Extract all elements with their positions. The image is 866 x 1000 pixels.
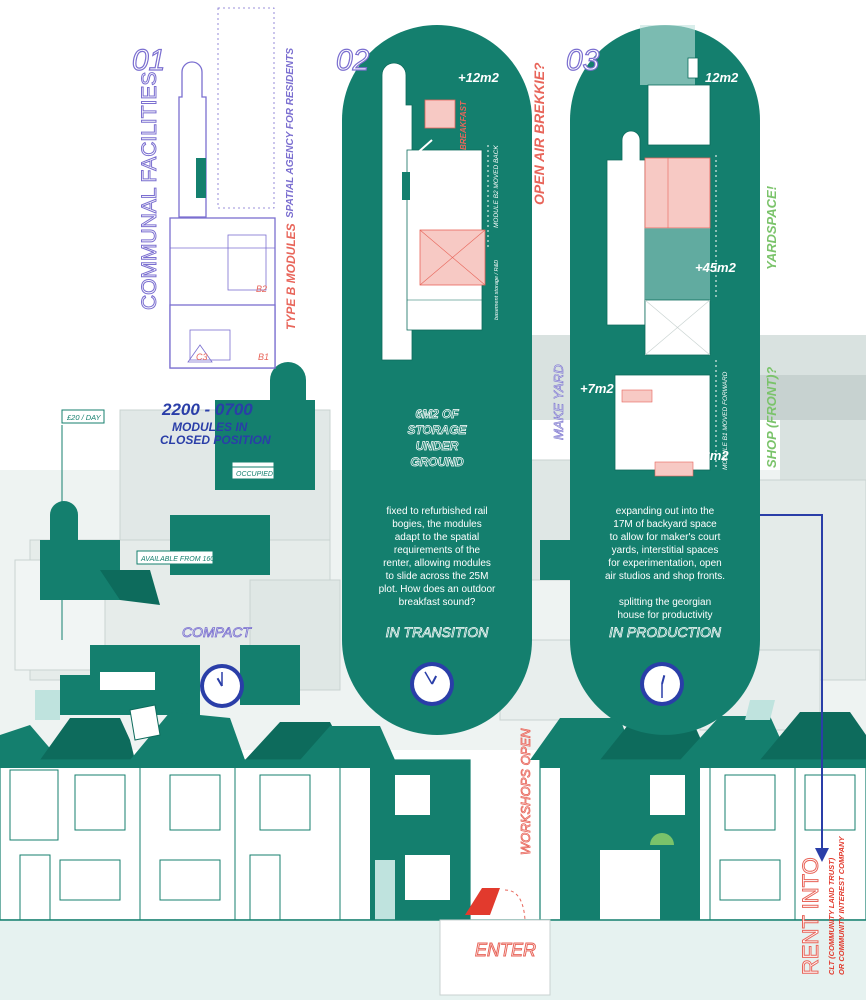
panel-02-desc-1: bogies, the modules [392, 519, 482, 530]
panel-03-area-mid: +45m2 [695, 260, 737, 275]
clock-compact-icon [200, 664, 244, 708]
make-yard-label: MAKE YARD [551, 364, 566, 440]
storage-line3: UNDER [416, 439, 459, 453]
panel-02-desc-3: requirements of the [394, 545, 481, 556]
panel-02-side-label: OPEN AIR BREKKIE? [531, 62, 547, 205]
label-c3: C3 [196, 352, 208, 362]
panel-02-desc-0: fixed to refurbished rail [386, 506, 487, 517]
clt-line2: OR COMMUNITY INTEREST COMPANY [837, 836, 846, 975]
panel-02-number: 02 [336, 44, 370, 77]
panel-03-area-bottom: +8m2 [695, 448, 729, 463]
compact-label: COMPACT [182, 624, 252, 640]
panel-01-labels: 01 COMMUNAL FACILITIES SPATIAL AGENCY FO… [131, 43, 298, 362]
available-tag: AVAILABLE FROM 1600 [140, 556, 218, 563]
panel-03-number: 03 [566, 44, 600, 77]
module-b1-note: MODULE B1 MOVED FORWARD [722, 371, 729, 470]
panel-03-desc-4: for experimentation, open [608, 558, 721, 569]
yardspace-label: YARDSPACE! [764, 185, 779, 270]
modules-status-line1: MODULES IN [172, 420, 248, 434]
workshops-open-label: WORKSHOPS OPEN [518, 728, 533, 855]
panel-03-desc-5: air studios and shop fronts. [605, 571, 725, 582]
panel-03-desc-3: yards, interstitial spaces [612, 545, 719, 556]
panel-03-desc-0: expanding out into the [616, 506, 715, 517]
clt-line1: CLT (COMMUNITY LAND TRUST) [827, 857, 836, 975]
panel-01-modules: TYPE B MODULES [284, 223, 298, 330]
street-labels: WORKSHOPS OPEN ENTER RENT INTO CLT (COMM… [475, 514, 846, 976]
panel-03-stage: IN PRODUCTION [609, 624, 722, 640]
clock-transition-icon [410, 662, 454, 706]
teal-modules-left [35, 362, 570, 720]
panel-03-desc-8: house for productivity [617, 610, 712, 621]
clocks [200, 662, 684, 708]
panel-02-desc-6: plot. How does an outdoor [379, 584, 496, 595]
panel-02-desc-4: renter, allowing modules [383, 558, 491, 569]
module-b2-note: MODULE B2 MOVED BACK [493, 145, 500, 228]
panel-01-title: COMMUNAL FACILITIES [138, 72, 161, 310]
panel-01-subtitle: SPATIAL AGENCY FOR RESIDENTS [285, 48, 296, 218]
label-b1: B1 [258, 352, 269, 362]
storage-line1: 6M2 OF [415, 407, 459, 421]
panel-03-desc-7: splitting the georgian [619, 597, 711, 608]
panel-02-area: +12m2 [458, 70, 500, 85]
breakfast-label: BREAKFAST [459, 100, 468, 150]
rent-into-label: RENT INTO [798, 857, 823, 975]
panel-03-desc-1: 17M of backyard space [613, 519, 717, 530]
panel-02-pill [342, 25, 532, 735]
price-tag: £20 / DAY [66, 413, 102, 422]
shop-front-label: SHOP (FRONT)? [764, 367, 779, 468]
underground-note: basement storage / R&D [494, 260, 500, 320]
panel-02-labels: 02 +12m2 OPEN AIR BREKKIE? BREAKFAST MOD… [335, 43, 566, 640]
panel-02-desc-2: adapt to the spatial [395, 532, 480, 543]
storage-line4: GROUND [410, 455, 464, 469]
panel-03-labels: 03 12m2 +45m2 +7m2 +8m2 YARDSPACE! SHOP … [565, 43, 779, 640]
panel-01-plan [169, 7, 276, 369]
panel-02-desc-5: to slide across the 25M [386, 571, 489, 582]
panel-03-desc-2: to allow for maker's court [610, 532, 721, 543]
label-b2: B2 [256, 284, 267, 294]
storage-line2: STORAGE [407, 423, 467, 437]
occupied-tag: OCCUPIED [236, 471, 273, 478]
panel-03-area-left: +7m2 [580, 381, 614, 396]
timeline-labels: 2200 - 0700 MODULES IN CLOSED POSITION £… [61, 400, 275, 640]
street-facades [0, 759, 866, 1000]
enter-label: ENTER [475, 940, 536, 960]
roof-row [0, 700, 866, 760]
panel-02-stage: IN TRANSITION [386, 624, 490, 640]
panel-03-area-top: 12m2 [705, 70, 739, 85]
panel-01-number: 01 [132, 44, 165, 77]
panel-02-desc-7: breakfast sound? [399, 597, 476, 608]
panel-03-pill [570, 25, 760, 735]
modules-status-line2: CLOSED POSITION [160, 433, 271, 447]
time-range: 2200 - 0700 [161, 400, 253, 419]
clock-production-icon [640, 662, 684, 706]
